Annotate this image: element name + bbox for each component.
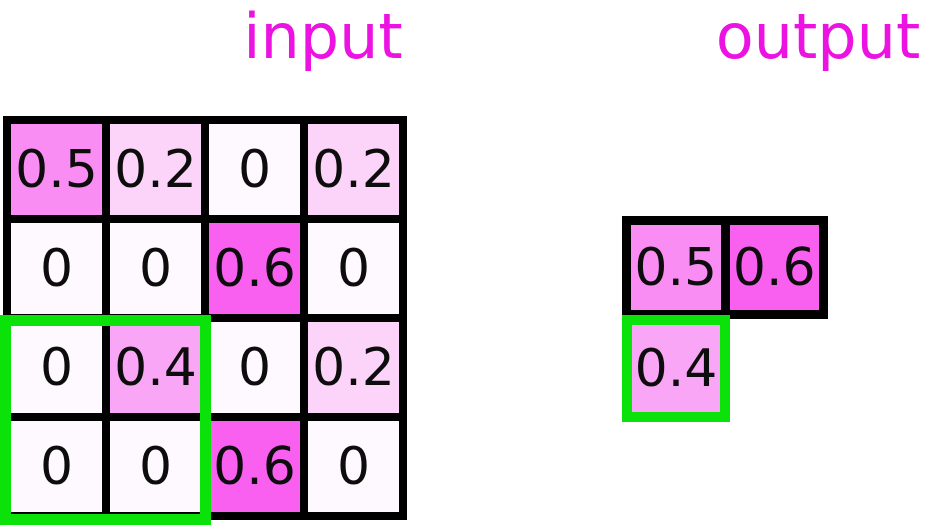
input-cell-r1c1: 0.5 [11, 124, 102, 215]
input-cell-r1c4: 0.2 [308, 124, 399, 215]
input-title: input [243, 0, 403, 73]
input-cell-r3c4: 0.2 [308, 322, 399, 413]
input-cell-r4c3: 0.6 [209, 421, 300, 512]
input-cell-r2c4: 0 [308, 223, 399, 314]
output-title: output [715, 0, 921, 73]
input-cell-r1c2: 0.2 [110, 124, 201, 215]
input-cell-r2c2: 0 [110, 223, 201, 314]
input-cell-r2c3: 0.6 [209, 223, 300, 314]
output-highlighted-cell: 0.4 [622, 315, 730, 422]
input-cell-r2c1: 0 [11, 223, 102, 314]
output-cell-r1c1: 0.5 [631, 225, 721, 310]
input-cell-r4c1: 0 [11, 421, 102, 512]
input-cell-r3c2: 0.4 [110, 322, 201, 413]
output-cell-r1c2: 0.6 [729, 225, 819, 310]
input-cell-r3c3: 0 [209, 322, 300, 413]
input-cell-r4c2: 0 [110, 421, 201, 512]
input-cell-r3c1: 0 [11, 322, 102, 413]
input-cell-r4c4: 0 [308, 421, 399, 512]
input-cell-r1c3: 0 [209, 124, 300, 215]
